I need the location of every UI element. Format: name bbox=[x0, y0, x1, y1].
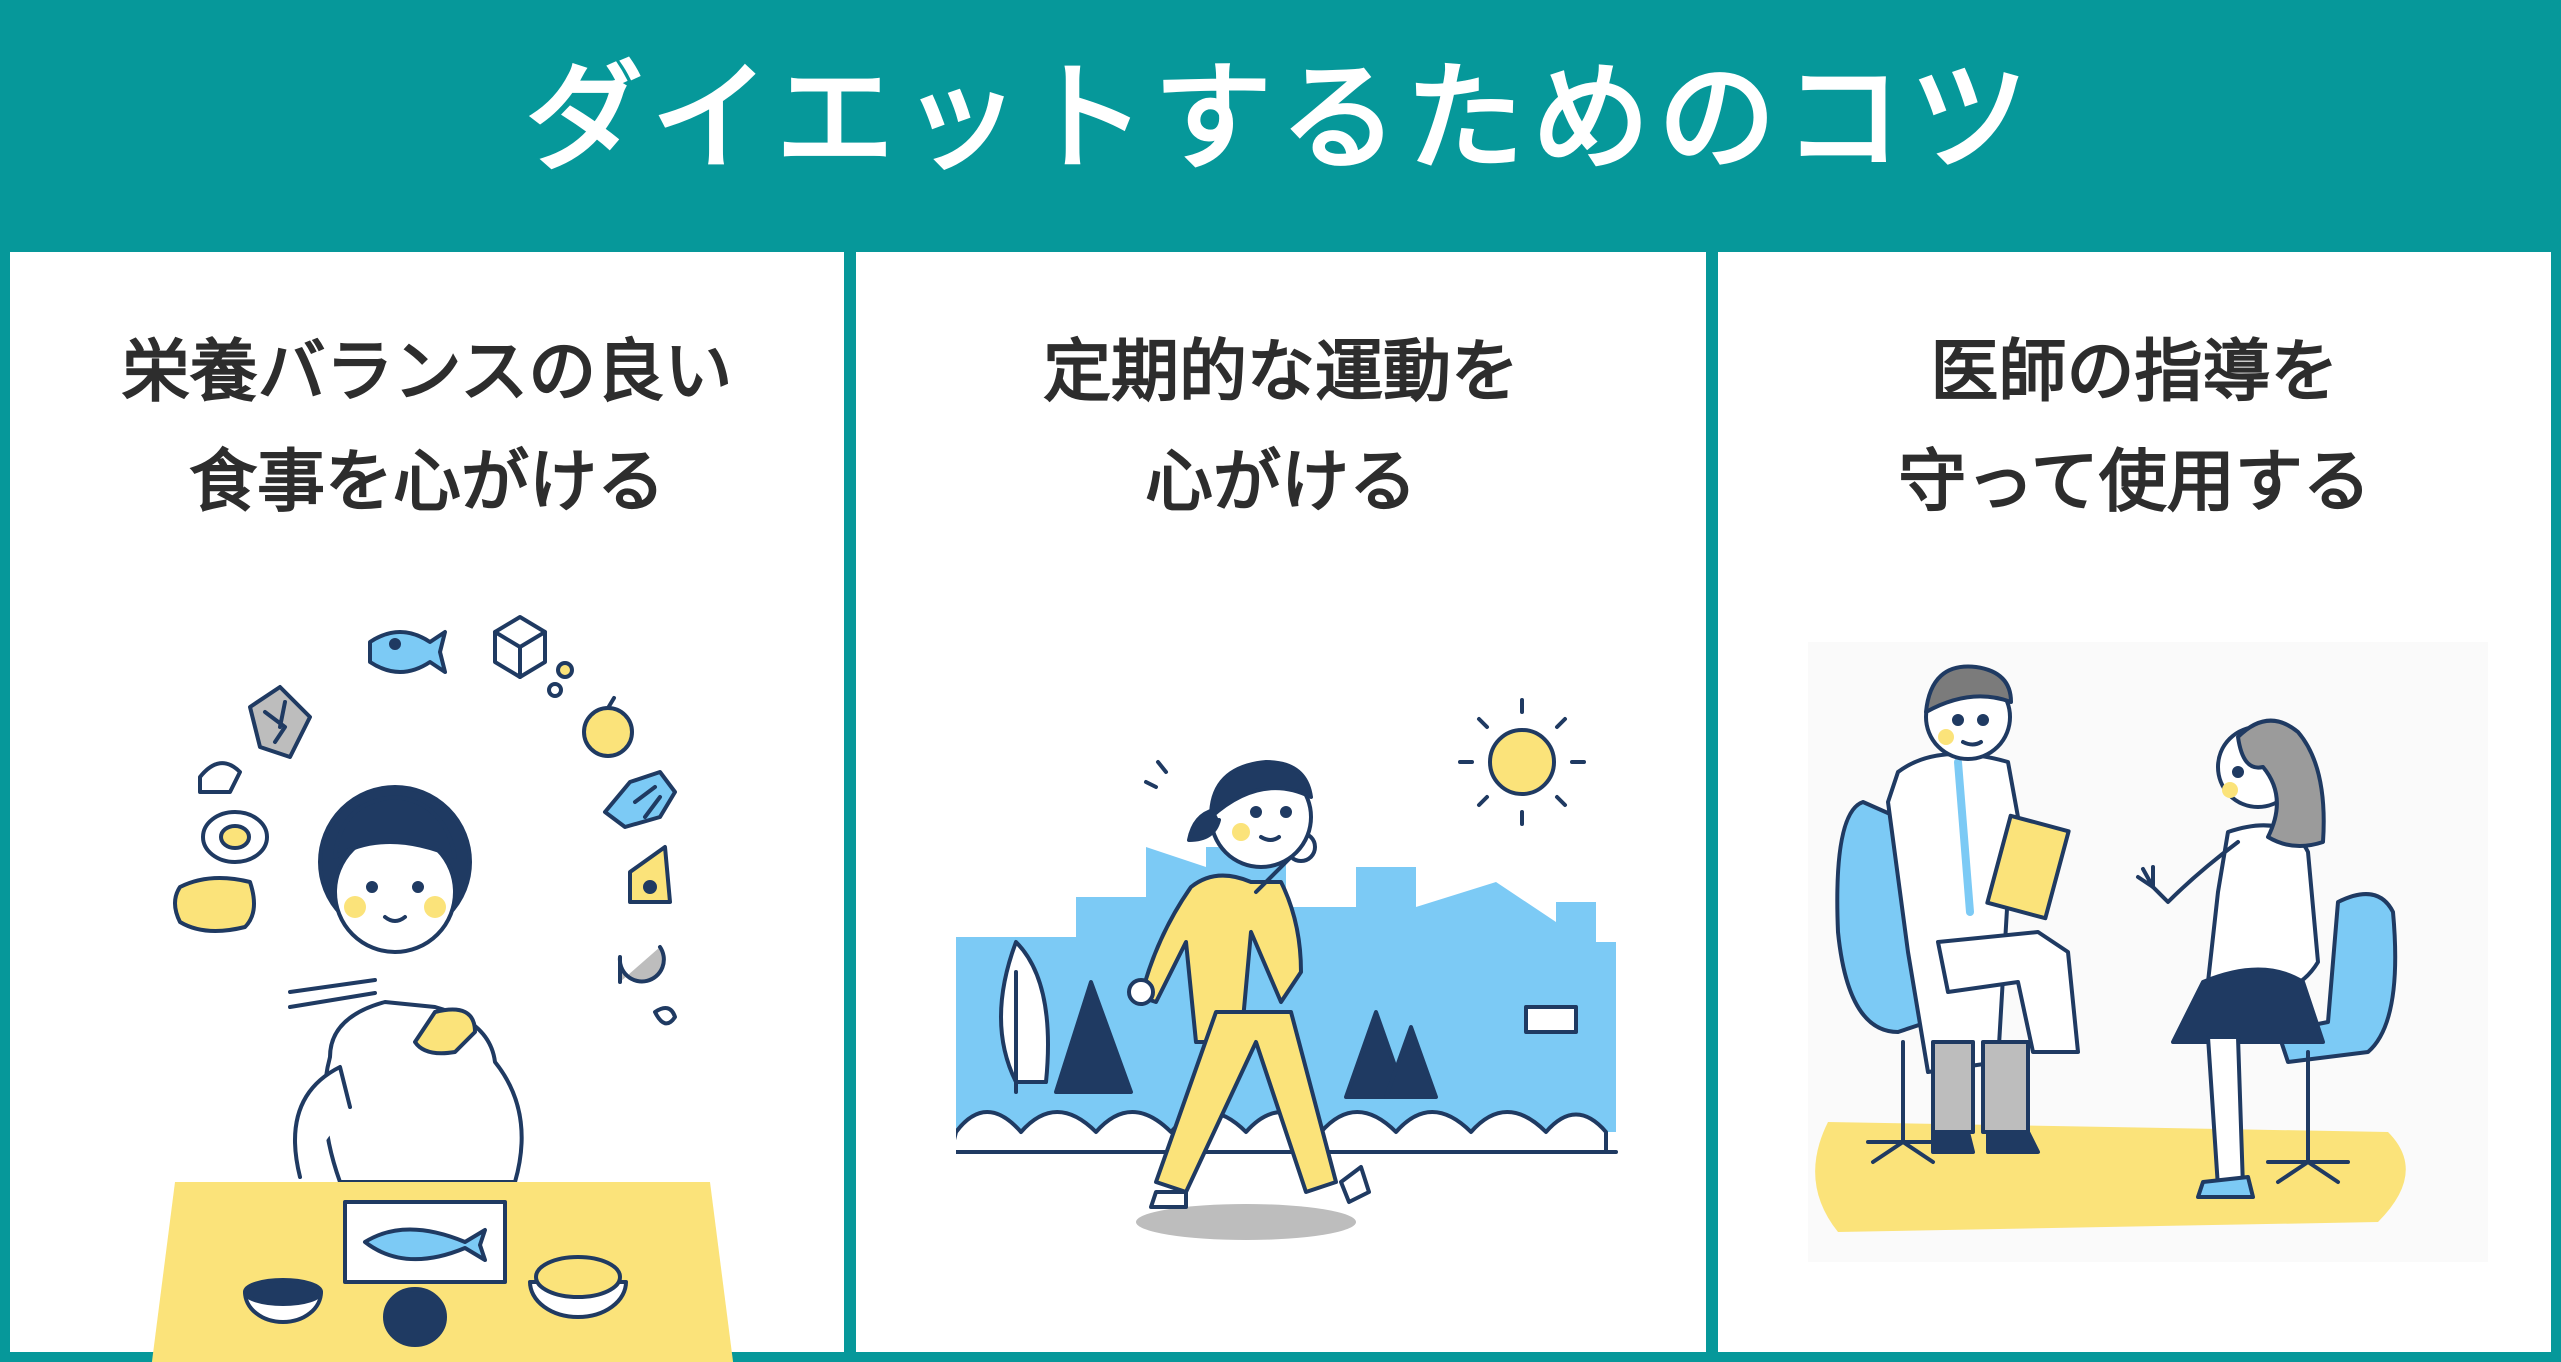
card-heading-line2: 心がける bbox=[1144, 443, 1417, 522]
doctor-consultation-icon bbox=[1808, 642, 2488, 1262]
card-regular-exercise: 定期的な運動を 心がける bbox=[856, 252, 1706, 1352]
healthy-meal-icon bbox=[151, 615, 734, 1362]
card-heading-line1: 栄養バランスの良い bbox=[121, 333, 733, 412]
card-doctor-guidance: 医師の指導を 守って使用する bbox=[1718, 252, 2551, 1352]
page-title: ダイエットするためのコツ bbox=[525, 49, 2036, 187]
card-heading: 医師の指導を 守って使用する bbox=[1718, 318, 2551, 538]
card-heading-line1: 医師の指導を bbox=[1930, 333, 2339, 412]
card-heading-line2: 守って使用する bbox=[1898, 443, 2371, 522]
header-bar: ダイエットするためのコツ bbox=[0, 0, 2561, 242]
walking-exercise-icon bbox=[956, 698, 1618, 1240]
card-heading: 栄養バランスの良い 食事を心がける bbox=[10, 318, 844, 538]
card-heading-line1: 定期的な運動を bbox=[1042, 333, 1519, 412]
card-healthy-meal: 栄養バランスの良い 食事を心がける bbox=[10, 252, 844, 1362]
card-heading-line2: 食事を心がける bbox=[188, 443, 665, 522]
card-heading: 定期的な運動を 心がける bbox=[856, 318, 1706, 538]
